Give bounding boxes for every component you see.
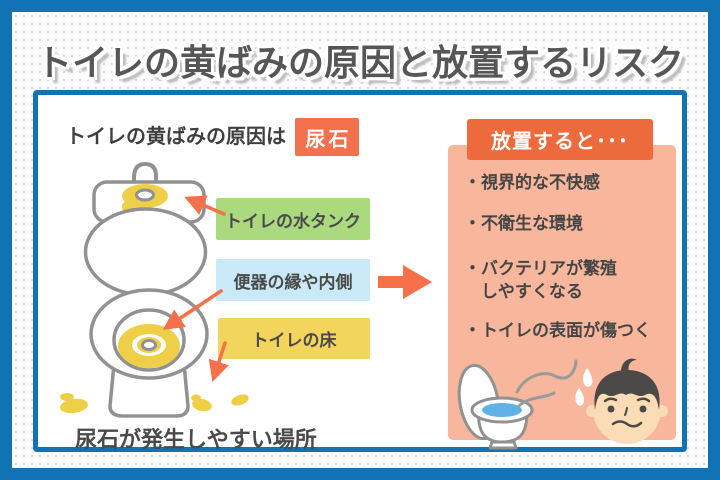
bullet-icon: ・	[464, 214, 481, 233]
page-title: トイレの黄ばみの原因と放置するリスク	[35, 42, 684, 83]
right-eye	[639, 405, 647, 413]
odor-lines-icon	[515, 359, 578, 408]
urine-stone-badge: 尿石	[295, 118, 359, 156]
risk-item: ・トイレの表面が傷つく	[464, 321, 651, 340]
toilet-lid	[83, 207, 208, 297]
worried-mouth	[611, 420, 643, 428]
bullet-icon: ・	[464, 259, 481, 278]
hair-tuft	[621, 358, 637, 372]
risk-illustration	[457, 358, 668, 450]
label-bowl-rim: 便器の縁や内側	[216, 259, 370, 301]
toilet-foot	[488, 440, 518, 450]
cause-heading: トイレの黄ばみの原因は	[66, 126, 286, 148]
risk-item: ・バクテリアが繁殖 しやすくなる	[464, 259, 617, 301]
sweat-drops-icon	[575, 368, 593, 406]
risk-item: ・視界的な不快感	[464, 173, 600, 192]
caption-stain-places: 尿石が発生しやすい場所	[75, 427, 317, 452]
nose	[624, 407, 628, 416]
cause-heading-row: トイレの黄ばみの原因は 尿石	[66, 118, 359, 156]
bullet-icon: ・	[464, 173, 481, 192]
toilet-front-illustration-icon	[83, 162, 209, 418]
risk-item: ・不衛生な環境	[464, 214, 583, 233]
risk-panel-header: 放置すると･･･	[467, 119, 653, 160]
right-eyebrow	[636, 397, 651, 403]
bullet-icon: ・	[464, 321, 481, 340]
worried-face-icon	[586, 358, 668, 444]
faucet-icon	[132, 162, 158, 198]
left-eyebrow	[603, 397, 618, 403]
hair	[594, 370, 660, 410]
toilet-water	[482, 403, 522, 417]
label-floor: トイレの床	[218, 318, 370, 359]
spout-hole	[135, 188, 155, 202]
left-eye	[607, 405, 615, 413]
drain-hole	[141, 339, 157, 351]
label-water-tank: トイレの水タンク	[216, 198, 370, 240]
